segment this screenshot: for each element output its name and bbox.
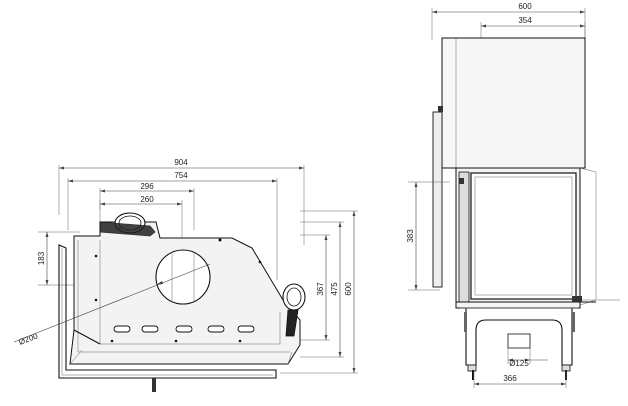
side-connector — [282, 283, 306, 337]
outer-frame — [58, 244, 277, 379]
bottom-handle — [152, 378, 156, 392]
dim-side-600: 600 — [431, 2, 586, 40]
flue-outlet — [155, 249, 211, 305]
dim-600: 600 — [280, 210, 358, 374]
dim-904-label: 904 — [174, 158, 188, 167]
air-vents — [113, 325, 255, 333]
dim-600-label: 600 — [344, 282, 353, 296]
dim-475-label: 475 — [330, 282, 339, 296]
dim-475: 475 — [300, 221, 344, 358]
dim-904: 904 — [58, 158, 305, 245]
dim-inlet-diameter-label: Ø125 — [509, 359, 529, 368]
dim-side-600-label: 600 — [518, 2, 532, 11]
top-connector — [99, 212, 156, 237]
dim-754-label: 754 — [174, 171, 188, 180]
dim-183-label: 183 — [37, 251, 46, 265]
dim-260-label: 260 — [140, 195, 154, 204]
dim-side-383: 383 — [406, 181, 450, 291]
dim-367: 367 — [300, 234, 330, 341]
dim-side-366: 366 — [473, 370, 567, 388]
dim-side-366-label: 366 — [503, 374, 517, 383]
dim-367-label: 367 — [316, 282, 325, 296]
hood — [432, 37, 586, 288]
air-inlet: Ø125 — [507, 333, 548, 368]
dim-296-label: 296 — [140, 182, 154, 191]
screw-points — [94, 238, 262, 343]
dim-side-383-label: 383 — [406, 229, 415, 243]
dim-diameter-200-label: Ø200 — [17, 331, 39, 347]
front-view: 904 754 296 260 — [13, 158, 358, 392]
dim-754: 754 — [67, 171, 278, 280]
side-view: 600 354 383 — [406, 2, 620, 388]
dim-side-354-label: 354 — [518, 16, 532, 25]
side-firebox — [455, 167, 620, 309]
dim-side-354: 354 — [480, 16, 586, 40]
